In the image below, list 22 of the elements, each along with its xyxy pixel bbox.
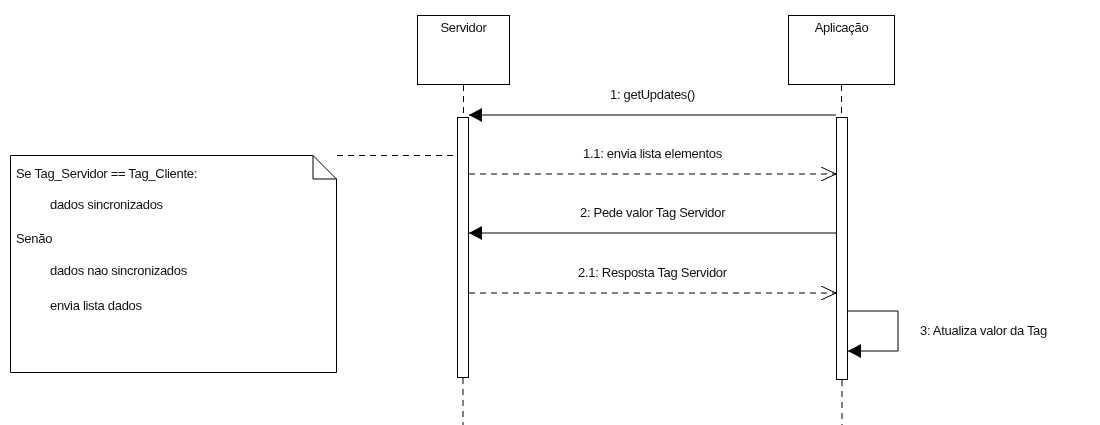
note-box — [10, 155, 337, 373]
lifeline-head-box — [788, 15, 895, 85]
message-label: 2: Pede valor Tag Servidor — [578, 205, 728, 220]
message-label: 1.1: envia lista elementos — [581, 146, 724, 161]
message-arrow — [468, 108, 837, 122]
message-label: 2.1: Resposta Tag Servidor — [576, 265, 729, 280]
note-text: envia lista dados — [50, 298, 142, 313]
note-text: dados sincronizados — [50, 197, 163, 212]
activation-bar — [836, 117, 848, 380]
note-text: Senão — [16, 231, 53, 246]
return-message-arrow — [468, 285, 837, 301]
self-message-arrow — [847, 310, 899, 358]
participant-name: Aplicação — [813, 20, 870, 35]
participant-name: Servidor — [439, 20, 488, 35]
activation-bar — [457, 117, 469, 378]
note-text: dados nao sincronizados — [50, 263, 187, 278]
note-text: Se Tag_Servidor == Tag_Cliente: — [16, 166, 198, 181]
lifeline-head-box — [417, 15, 510, 85]
return-message-arrow — [468, 166, 837, 182]
message-label: 3: Atualiza valor da Tag — [918, 323, 1049, 338]
message-label: 1: getUpdates() — [608, 87, 698, 102]
message-arrow — [468, 226, 837, 240]
